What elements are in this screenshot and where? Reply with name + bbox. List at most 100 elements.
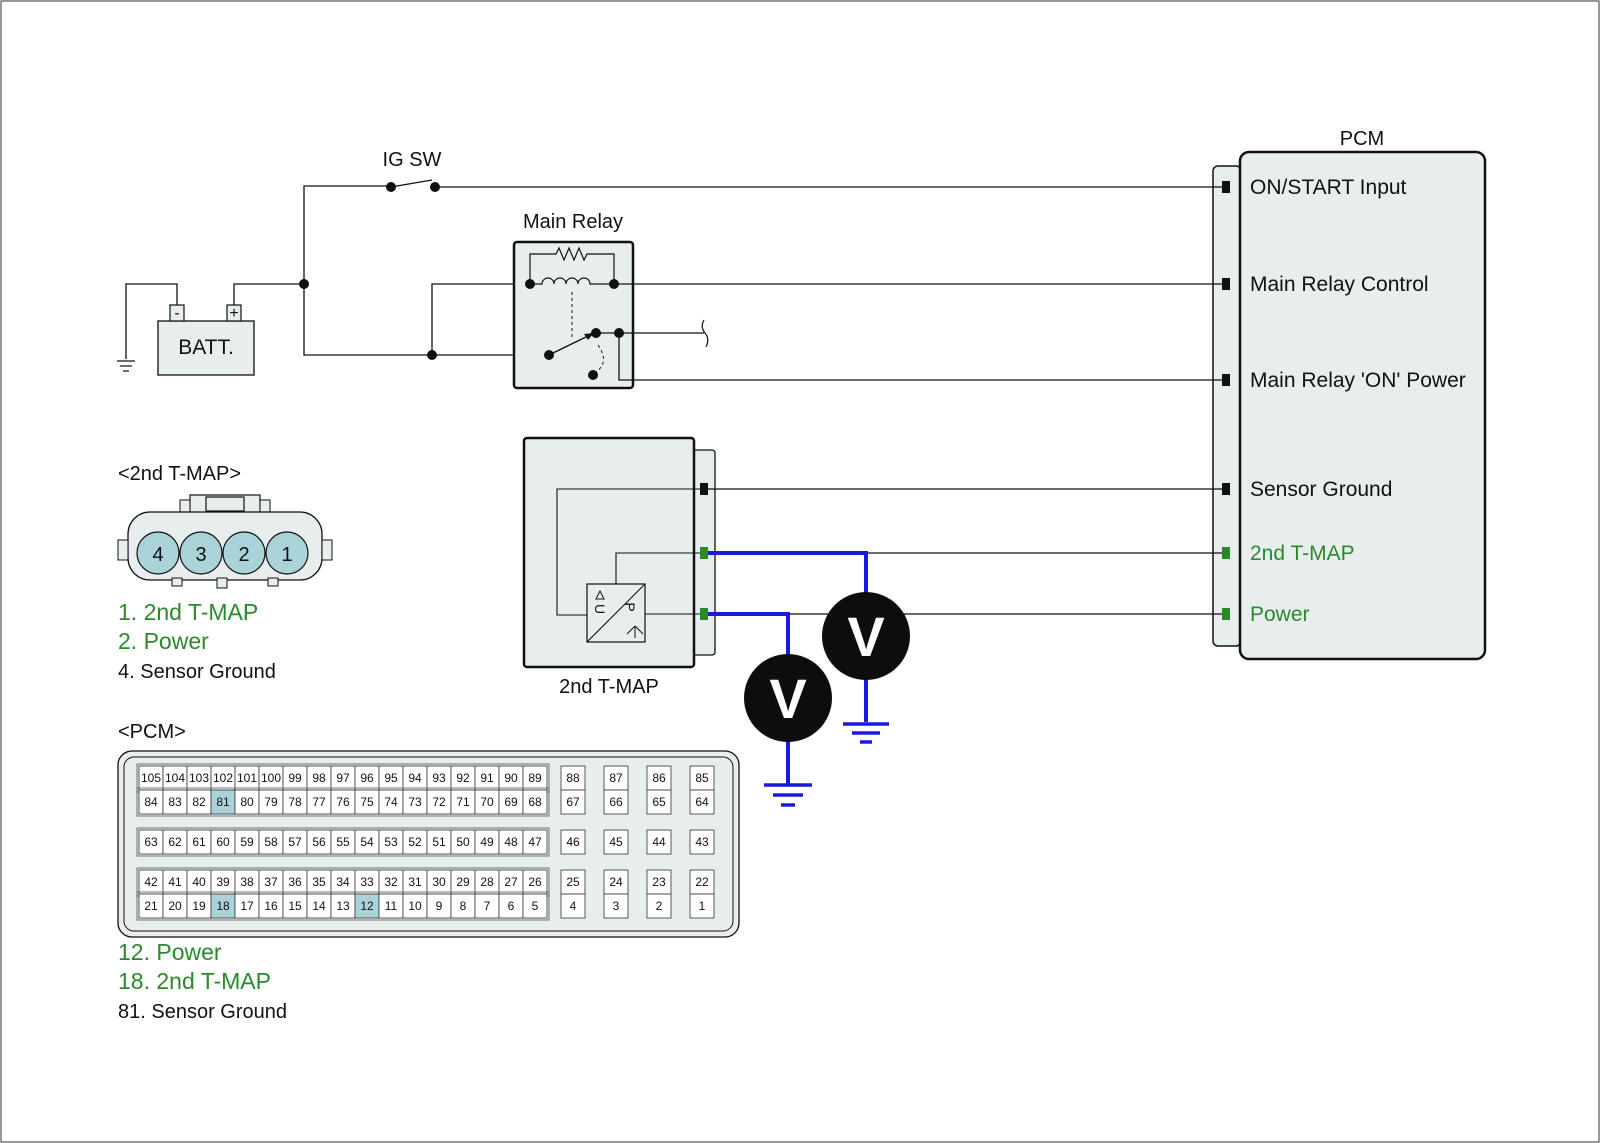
pcm-terminal-label: Sensor Ground bbox=[1250, 478, 1392, 501]
pcm-connector-title: <PCM> bbox=[118, 721, 186, 743]
pcm-connector-pin-number: 94 bbox=[408, 771, 422, 785]
pcm-connector-pin-number: 104 bbox=[165, 771, 185, 785]
pcm-connector-pin-number: 97 bbox=[336, 771, 350, 785]
pcm-connector-pin-number: 2 bbox=[656, 899, 663, 913]
relay-coil-dot-left bbox=[525, 279, 535, 289]
pcm-pin-row-frame bbox=[136, 891, 550, 921]
relay-coil bbox=[530, 277, 614, 285]
pcm-terminal-label: ON/START Input bbox=[1250, 176, 1407, 199]
pcm-connector-pin bbox=[474, 893, 500, 919]
main-relay-label: Main Relay bbox=[523, 211, 623, 233]
pcm-connector-pin bbox=[354, 869, 380, 895]
pcm-connector-pin bbox=[646, 829, 672, 855]
pcm-connector-pin bbox=[689, 869, 715, 895]
pcm-connector-pin bbox=[498, 789, 524, 815]
pcm-connector-pin-number: 16 bbox=[264, 899, 278, 913]
pcm-connector-pin bbox=[450, 829, 476, 855]
pcm-connector-pin bbox=[330, 869, 356, 895]
wire-break-icon bbox=[701, 319, 709, 348]
pcm-module: PCM bbox=[1212, 128, 1487, 661]
pcm-connector-pin bbox=[306, 893, 332, 919]
pcm-connector-pin-number: 96 bbox=[360, 771, 374, 785]
pcm-legend-item: 12. Power bbox=[118, 939, 222, 965]
pcm-connector-pin bbox=[522, 829, 548, 855]
pcm-connector-pin bbox=[522, 789, 548, 815]
relay-contact-nc bbox=[588, 370, 598, 380]
pcm-connector-pin-number: 99 bbox=[288, 771, 302, 785]
voltmeter-power: V bbox=[744, 654, 832, 742]
ignition-switch: IG SW bbox=[303, 149, 1222, 284]
pcm-connector-pin-number: 36 bbox=[288, 875, 302, 889]
pcm-connector-pin-number: 93 bbox=[432, 771, 446, 785]
pcm-connector-pin-number: 48 bbox=[504, 835, 518, 849]
pcm-connector-pin bbox=[282, 893, 308, 919]
pcm-connector-pin-number: 73 bbox=[408, 795, 422, 809]
ig-sw-label: IG SW bbox=[383, 149, 442, 171]
pcm-connector-pin-number: 56 bbox=[312, 835, 326, 849]
pcm-pin-row-frame bbox=[136, 827, 550, 857]
pcm-connector-pin-number: 85 bbox=[695, 771, 709, 785]
pcm-connector-pin-number: 6 bbox=[508, 899, 515, 913]
pcm-connector-pin-number: 82 bbox=[192, 795, 206, 809]
pcm-connector-pin-number: 71 bbox=[456, 795, 470, 809]
pcm-connector-pin bbox=[306, 789, 332, 815]
pcm-connector-pin-number: 44 bbox=[652, 835, 666, 849]
battery-box bbox=[157, 320, 255, 376]
pcm-connector-pin-number: 105 bbox=[141, 771, 161, 785]
battery-ground-icon bbox=[117, 360, 135, 372]
pcm-connector-pin bbox=[138, 829, 164, 855]
pcm-connector-pin-number: 29 bbox=[456, 875, 470, 889]
pcm-connector-pin-number: 23 bbox=[652, 875, 666, 889]
pcm-connector-pin bbox=[426, 893, 452, 919]
pcm-connector-pin bbox=[689, 765, 715, 791]
battery-plus-sign: + bbox=[229, 305, 238, 322]
pcm-connector-pin-number: 54 bbox=[360, 835, 374, 849]
pcm-connector-pin bbox=[330, 893, 356, 919]
tmap-internal-ground bbox=[556, 488, 704, 616]
tmap-legend-item: 2. Power bbox=[118, 628, 209, 654]
pcm-connector-pin bbox=[474, 829, 500, 855]
pcm-connector-pin-number: 46 bbox=[566, 835, 580, 849]
pcm-connector-pin-number: 64 bbox=[695, 795, 709, 809]
pcm-connector-pin-number: 13 bbox=[336, 899, 350, 913]
pcm-connector-pin-number: 86 bbox=[652, 771, 666, 785]
pcm-connector-pin-number: 83 bbox=[168, 795, 182, 809]
pcm-title: PCM bbox=[1340, 128, 1384, 150]
pcm-connector-pin bbox=[378, 869, 404, 895]
pcm-connector-pin-number: 10 bbox=[408, 899, 422, 913]
pcm-connector-pin-number: 52 bbox=[408, 835, 422, 849]
pcm-connector-pin-number: 78 bbox=[288, 795, 302, 809]
pcm-terminal-label: Main Relay Control bbox=[1250, 273, 1429, 296]
pcm-connector-pin-number: 15 bbox=[288, 899, 302, 913]
pcm-connector-pin-number: 84 bbox=[144, 795, 158, 809]
main-relay-box bbox=[512, 240, 635, 390]
pcm-connector-pin bbox=[498, 829, 524, 855]
pcm-connector-pin bbox=[186, 893, 212, 919]
pcm-connector-pin-number: 7 bbox=[484, 899, 491, 913]
pcm-connector-pin bbox=[282, 789, 308, 815]
pcm-connector-pin-number: 60 bbox=[216, 835, 230, 849]
pcm-connector-pin bbox=[210, 789, 236, 815]
pcm-connector-pin bbox=[162, 789, 188, 815]
wire-main-relay-on-power bbox=[618, 333, 1222, 381]
tmap-connector-pin bbox=[265, 531, 309, 575]
pcm-connector-pin bbox=[522, 869, 548, 895]
pcm-connector-pin-number: 74 bbox=[384, 795, 398, 809]
relay-resistor bbox=[529, 246, 615, 284]
voltmeter-tmap-signal: V bbox=[822, 592, 910, 680]
pcm-connector-pin-number: 98 bbox=[312, 771, 326, 785]
pcm-connector-pin bbox=[450, 789, 476, 815]
pcm-connector-pin-number: 59 bbox=[240, 835, 254, 849]
pcm-connector-pin-number: 81 bbox=[216, 795, 230, 809]
pcm-connector-pin bbox=[603, 789, 629, 815]
pcm-connector-pin bbox=[603, 893, 629, 919]
relay-switch-arm bbox=[548, 334, 591, 356]
pcm-connector-pin-number: 87 bbox=[609, 771, 623, 785]
pcm-connector-pin-number: 77 bbox=[312, 795, 326, 809]
pcm-terminal-pin bbox=[1222, 483, 1230, 495]
pcm-connector-pin bbox=[426, 765, 452, 791]
